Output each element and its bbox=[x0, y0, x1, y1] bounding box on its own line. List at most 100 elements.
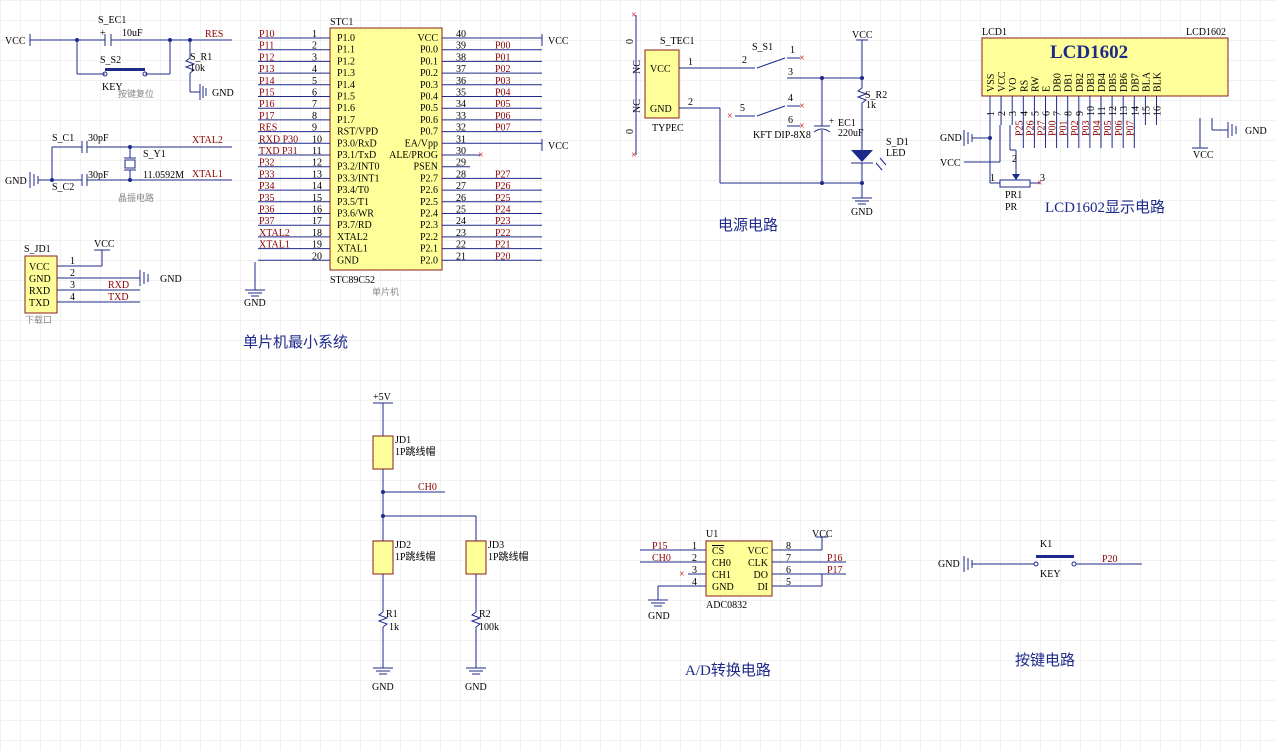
mcu-pin-name: P2.6 bbox=[420, 185, 438, 196]
adc-ref: U1 bbox=[706, 529, 718, 540]
lcd-pin-name: BLK bbox=[1153, 71, 1164, 92]
crystal-gnd-label: GND bbox=[5, 176, 27, 187]
reset-switch-ref: S_S2 bbox=[100, 55, 121, 66]
mcu-pin-name: P3.0/RxD bbox=[337, 138, 377, 149]
mcu-pin-net-label: XTAL1 bbox=[259, 240, 290, 251]
adc-part: ADC0832 bbox=[706, 600, 747, 611]
mcu-pin-number: 3 bbox=[312, 52, 317, 63]
lcd-pins: VSS1VCC2VO3RS4P25RW5P26E6P27DB07P00DB18P… bbox=[986, 71, 1164, 148]
download-net-rxd: RXD bbox=[108, 280, 129, 291]
lcd-pin-number: 7 bbox=[1053, 111, 1064, 116]
lcd-pin-name: DB3 bbox=[1086, 73, 1097, 92]
adc-pin-number: 7 bbox=[786, 553, 791, 564]
crystal-caption: 晶振电路 bbox=[118, 192, 154, 203]
lcd-pin-net-label: P01 bbox=[1059, 120, 1070, 136]
crystal-c2-ref: S_C2 bbox=[52, 182, 74, 193]
svg-text:×: × bbox=[631, 150, 637, 161]
mcu-ref: STC1 bbox=[330, 17, 353, 28]
mcu-pin-net-label: P05 bbox=[495, 99, 511, 110]
power-conn-pin-vcc: VCC bbox=[650, 64, 671, 75]
mcu-pin-number: 2 bbox=[312, 41, 317, 52]
mcu-pin-name: P1.4 bbox=[337, 80, 355, 91]
adc-pin-name: DO bbox=[754, 570, 768, 581]
mcu-pin-name: P2.3 bbox=[420, 220, 438, 231]
lcd-pin-number: 12 bbox=[1108, 106, 1119, 116]
lcd-pin-number: 4 bbox=[1019, 111, 1030, 116]
mcu-pin-name: P1.3 bbox=[337, 68, 355, 79]
mcu-pin-name: P0.1 bbox=[420, 56, 438, 67]
title-lcd-circuit: LCD1602显示电路 bbox=[1045, 199, 1165, 216]
mcu-pin-net-label: P17 bbox=[259, 111, 275, 122]
lcd-pin-net-label: P03 bbox=[1081, 120, 1092, 136]
mcu-pin-number: 27 bbox=[456, 181, 466, 192]
mcu-pin-net-label: P24 bbox=[495, 205, 511, 216]
crystal-y-value: 11.0592M bbox=[143, 170, 184, 181]
svg-text:×: × bbox=[799, 53, 805, 64]
lcd-pin-name: VSS bbox=[986, 74, 997, 92]
reset-switch-value: KEY bbox=[102, 82, 123, 93]
power-conn-zero-1: 0 bbox=[625, 39, 636, 44]
mcu-pin-name: PSEN bbox=[414, 162, 438, 173]
lcd-pin-number: 15 bbox=[1141, 106, 1152, 116]
lcd-pin-number: 3 bbox=[1008, 111, 1019, 116]
mcu-pin-net-label: P16 bbox=[259, 99, 275, 110]
no-connect-mark: × bbox=[679, 569, 685, 580]
power-res-value: 1k bbox=[866, 100, 876, 111]
jumper-r2-value: 100k bbox=[479, 622, 499, 633]
mcu-part: STC89C52 bbox=[330, 275, 375, 286]
mcu-pin-number: 7 bbox=[312, 99, 317, 110]
lcd-pin-net-label: P27 bbox=[1037, 120, 1048, 136]
jumper-r1-value: 1k bbox=[389, 622, 399, 633]
download-vcc-label: VCC bbox=[94, 239, 115, 250]
mcu-pin-net-label: P07 bbox=[495, 123, 511, 134]
lcd-pin-number: 1 bbox=[986, 111, 997, 116]
svg-text:×: × bbox=[631, 10, 637, 21]
lcd-pot-value: PR bbox=[1005, 202, 1018, 213]
lcd-pin-net-label: P06 bbox=[1114, 120, 1125, 136]
adc-pin-number: 6 bbox=[786, 565, 791, 576]
mcu-pin-number: 38 bbox=[456, 52, 466, 63]
title-adc-circuit: A/D转换电路 bbox=[685, 662, 771, 679]
mcu-pin-net-label: P34 bbox=[259, 181, 275, 192]
key-value: KEY bbox=[1040, 569, 1061, 580]
mcu-pin-net-label: P32 bbox=[259, 158, 275, 169]
adc-pin-net-label: P15 bbox=[652, 541, 668, 552]
svg-text:×: × bbox=[799, 121, 805, 132]
no-connect-mark: × bbox=[478, 150, 484, 161]
lcd-pin-net-label: P02 bbox=[1070, 120, 1081, 136]
power-switch-pin-5: 5 bbox=[740, 103, 745, 114]
mcu-pin-number: 32 bbox=[456, 123, 466, 134]
download-pin-3-number: 3 bbox=[70, 280, 75, 291]
power-conn-pin1-number: 1 bbox=[688, 57, 693, 68]
mcu-pin-name: P0.3 bbox=[420, 80, 438, 91]
lcd-pin-net-label: P05 bbox=[1103, 120, 1114, 136]
mcu-pin-name: P1.7 bbox=[337, 115, 355, 126]
mcu-pin-net-label: P21 bbox=[495, 240, 511, 251]
lcd-pin-net-label: P04 bbox=[1092, 120, 1103, 136]
power-vcc-label: VCC bbox=[852, 30, 873, 41]
mcu-pin-number: 39 bbox=[456, 41, 466, 52]
adc-pin-number: 4 bbox=[692, 577, 697, 588]
lcd-title: LCD1602 bbox=[1050, 42, 1128, 63]
mcu-pin-name: ALE/PROG bbox=[389, 150, 438, 161]
jumper-jd1-ref: JD1 bbox=[395, 435, 411, 446]
mcu-pin-net-label: P36 bbox=[259, 205, 275, 216]
mcu-pin-name: P0.7 bbox=[420, 127, 438, 138]
mcu-pin-number: 40 bbox=[456, 29, 466, 40]
adc-pin-net-label: CH0 bbox=[652, 553, 671, 564]
lcd-vcc-left-label: VCC bbox=[940, 158, 961, 169]
lcd-pot-pin-2: 2 bbox=[1012, 154, 1017, 165]
adc-pin-name: GND bbox=[712, 582, 734, 593]
reset-net-res: RES bbox=[205, 29, 223, 40]
mcu-pin-number: 11 bbox=[312, 146, 322, 157]
mcu-pin-name: P0.4 bbox=[420, 92, 438, 103]
mcu-pin-net-label: P22 bbox=[495, 228, 511, 239]
mcu-pin-net-label: P12 bbox=[259, 52, 275, 63]
download-pin-4-name: TXD bbox=[29, 298, 50, 309]
mcu-pin-number: 1 bbox=[312, 29, 317, 40]
adc-gnd-label: GND bbox=[648, 611, 670, 622]
lcd1602-circuit: LCD1 LCD1602 LCD1602 VSS1VCC2VO3RS4P25RW… bbox=[940, 27, 1267, 213]
lcd-pot-pin-1: 1 bbox=[990, 173, 995, 184]
